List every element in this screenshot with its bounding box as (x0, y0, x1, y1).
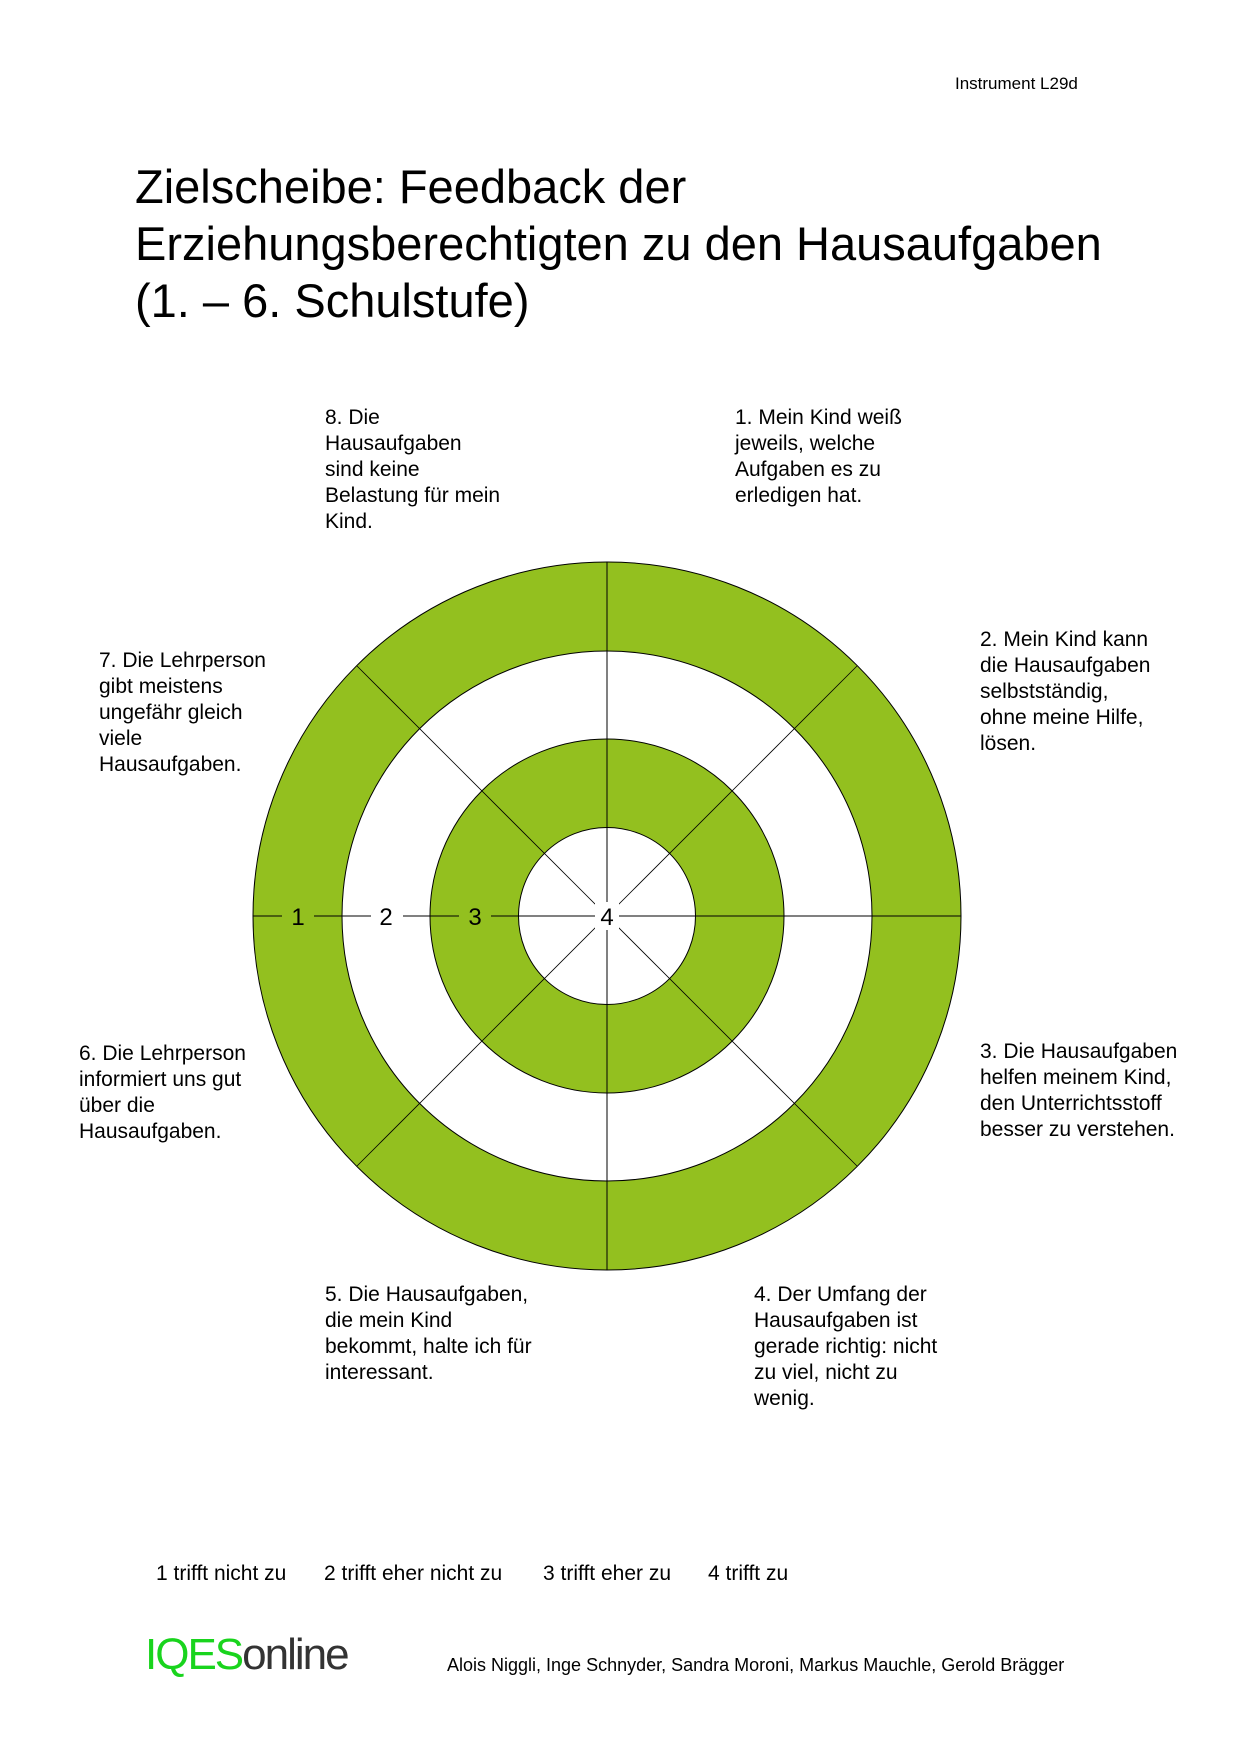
item-1: 1. Mein Kind weiß jeweils, welche Aufgab… (735, 405, 955, 509)
item-line: gerade richtig: nicht (754, 1335, 938, 1358)
title-line: Zielscheibe: Feedback der (135, 160, 687, 213)
instrument-id: Instrument L29d (955, 74, 1078, 93)
item-line: ungefähr gleich (99, 701, 243, 724)
item-line: interessant. (325, 1361, 434, 1384)
iqes-logo: IQESonline (145, 1630, 350, 1680)
item-line: ohne meine Hilfe, (980, 706, 1144, 729)
item-line: Kind. (325, 510, 373, 533)
item-line: besser zu verstehen. (980, 1118, 1175, 1141)
legend-item: 1 trifft nicht zu (156, 1562, 287, 1585)
item-line: zu viel, nicht zu (754, 1361, 898, 1384)
scale-label: 1 (291, 904, 304, 931)
item-line: 8. Die (325, 406, 380, 429)
item-line: 5. Die Hausaufgaben, (325, 1283, 529, 1306)
logo-iqes: IQES (145, 1630, 244, 1679)
item-6: 6. Die Lehrperson informiert uns gut übe… (79, 1041, 299, 1145)
title-line: (1. – 6. Schulstufe) (135, 274, 530, 327)
item-line: viele (99, 727, 143, 750)
item-line: 1. Mein Kind weiß (735, 406, 902, 429)
page-title: Zielscheibe: Feedback der Erziehungsbere… (135, 158, 1102, 329)
item-line: den Unterrichtsstoff (980, 1092, 1162, 1115)
item-line: 3. Die Hausaufgaben (980, 1040, 1178, 1063)
item-line: erledigen hat. (735, 484, 863, 507)
item-line: gibt meistens (99, 675, 223, 698)
title-line: Erziehungsberechtigten zu den Hausaufgab… (135, 217, 1102, 270)
item-line: Belastung für mein (325, 484, 501, 507)
item-3: 3. Die Hausaufgaben helfen meinem Kind, … (980, 1039, 1220, 1143)
logo-online: online (242, 1630, 349, 1679)
item-line: Hausaufgaben ist (754, 1309, 918, 1332)
item-line: lösen. (980, 732, 1037, 755)
scale-label: 4 (600, 904, 613, 931)
item-line: sind keine (325, 458, 420, 481)
item-line: informiert uns gut (79, 1068, 242, 1091)
scale-label: 2 (379, 904, 392, 931)
item-line: die Hausaufgaben (980, 654, 1151, 677)
item-line: 6. Die Lehrperson (79, 1042, 246, 1065)
item-line: Hausaufgaben. (79, 1120, 222, 1143)
item-line: wenig. (754, 1387, 815, 1410)
legend-item: 4 trifft zu (708, 1562, 789, 1585)
item-line: selbstständig, (980, 680, 1109, 703)
item-line: die mein Kind (325, 1309, 453, 1332)
item-5: 5. Die Hausaufgaben, die mein Kind bekom… (325, 1282, 565, 1386)
item-line: 4. Der Umfang der (754, 1283, 927, 1306)
item-7: 7. Die Lehrperson gibt meistens ungefähr… (99, 648, 319, 778)
item-line: bekommt, halte ich für (325, 1335, 532, 1358)
item-2: 2. Mein Kind kann die Hausaufgaben selbs… (980, 627, 1200, 757)
item-8: 8. Die Hausaufgaben sind keine Belastung… (325, 405, 545, 535)
item-4: 4. Der Umfang der Hausaufgaben ist gerad… (754, 1282, 974, 1412)
item-line: 2. Mein Kind kann (980, 628, 1149, 651)
scale-label: 3 (468, 904, 481, 931)
item-line: Aufgaben es zu (735, 458, 881, 481)
legend-item: 2 trifft eher nicht zu (324, 1562, 503, 1585)
item-line: helfen meinem Kind, (980, 1066, 1172, 1089)
item-line: über die (79, 1094, 155, 1117)
item-line: Hausaufgaben (325, 432, 462, 455)
item-line: 7. Die Lehrperson (99, 649, 266, 672)
authors: Alois Niggli, Inge Schnyder, Sandra Moro… (447, 1655, 1065, 1675)
item-line: Hausaufgaben. (99, 753, 242, 776)
item-line: jeweils, welche (735, 432, 876, 455)
legend-item: 3 trifft eher zu (543, 1562, 672, 1585)
